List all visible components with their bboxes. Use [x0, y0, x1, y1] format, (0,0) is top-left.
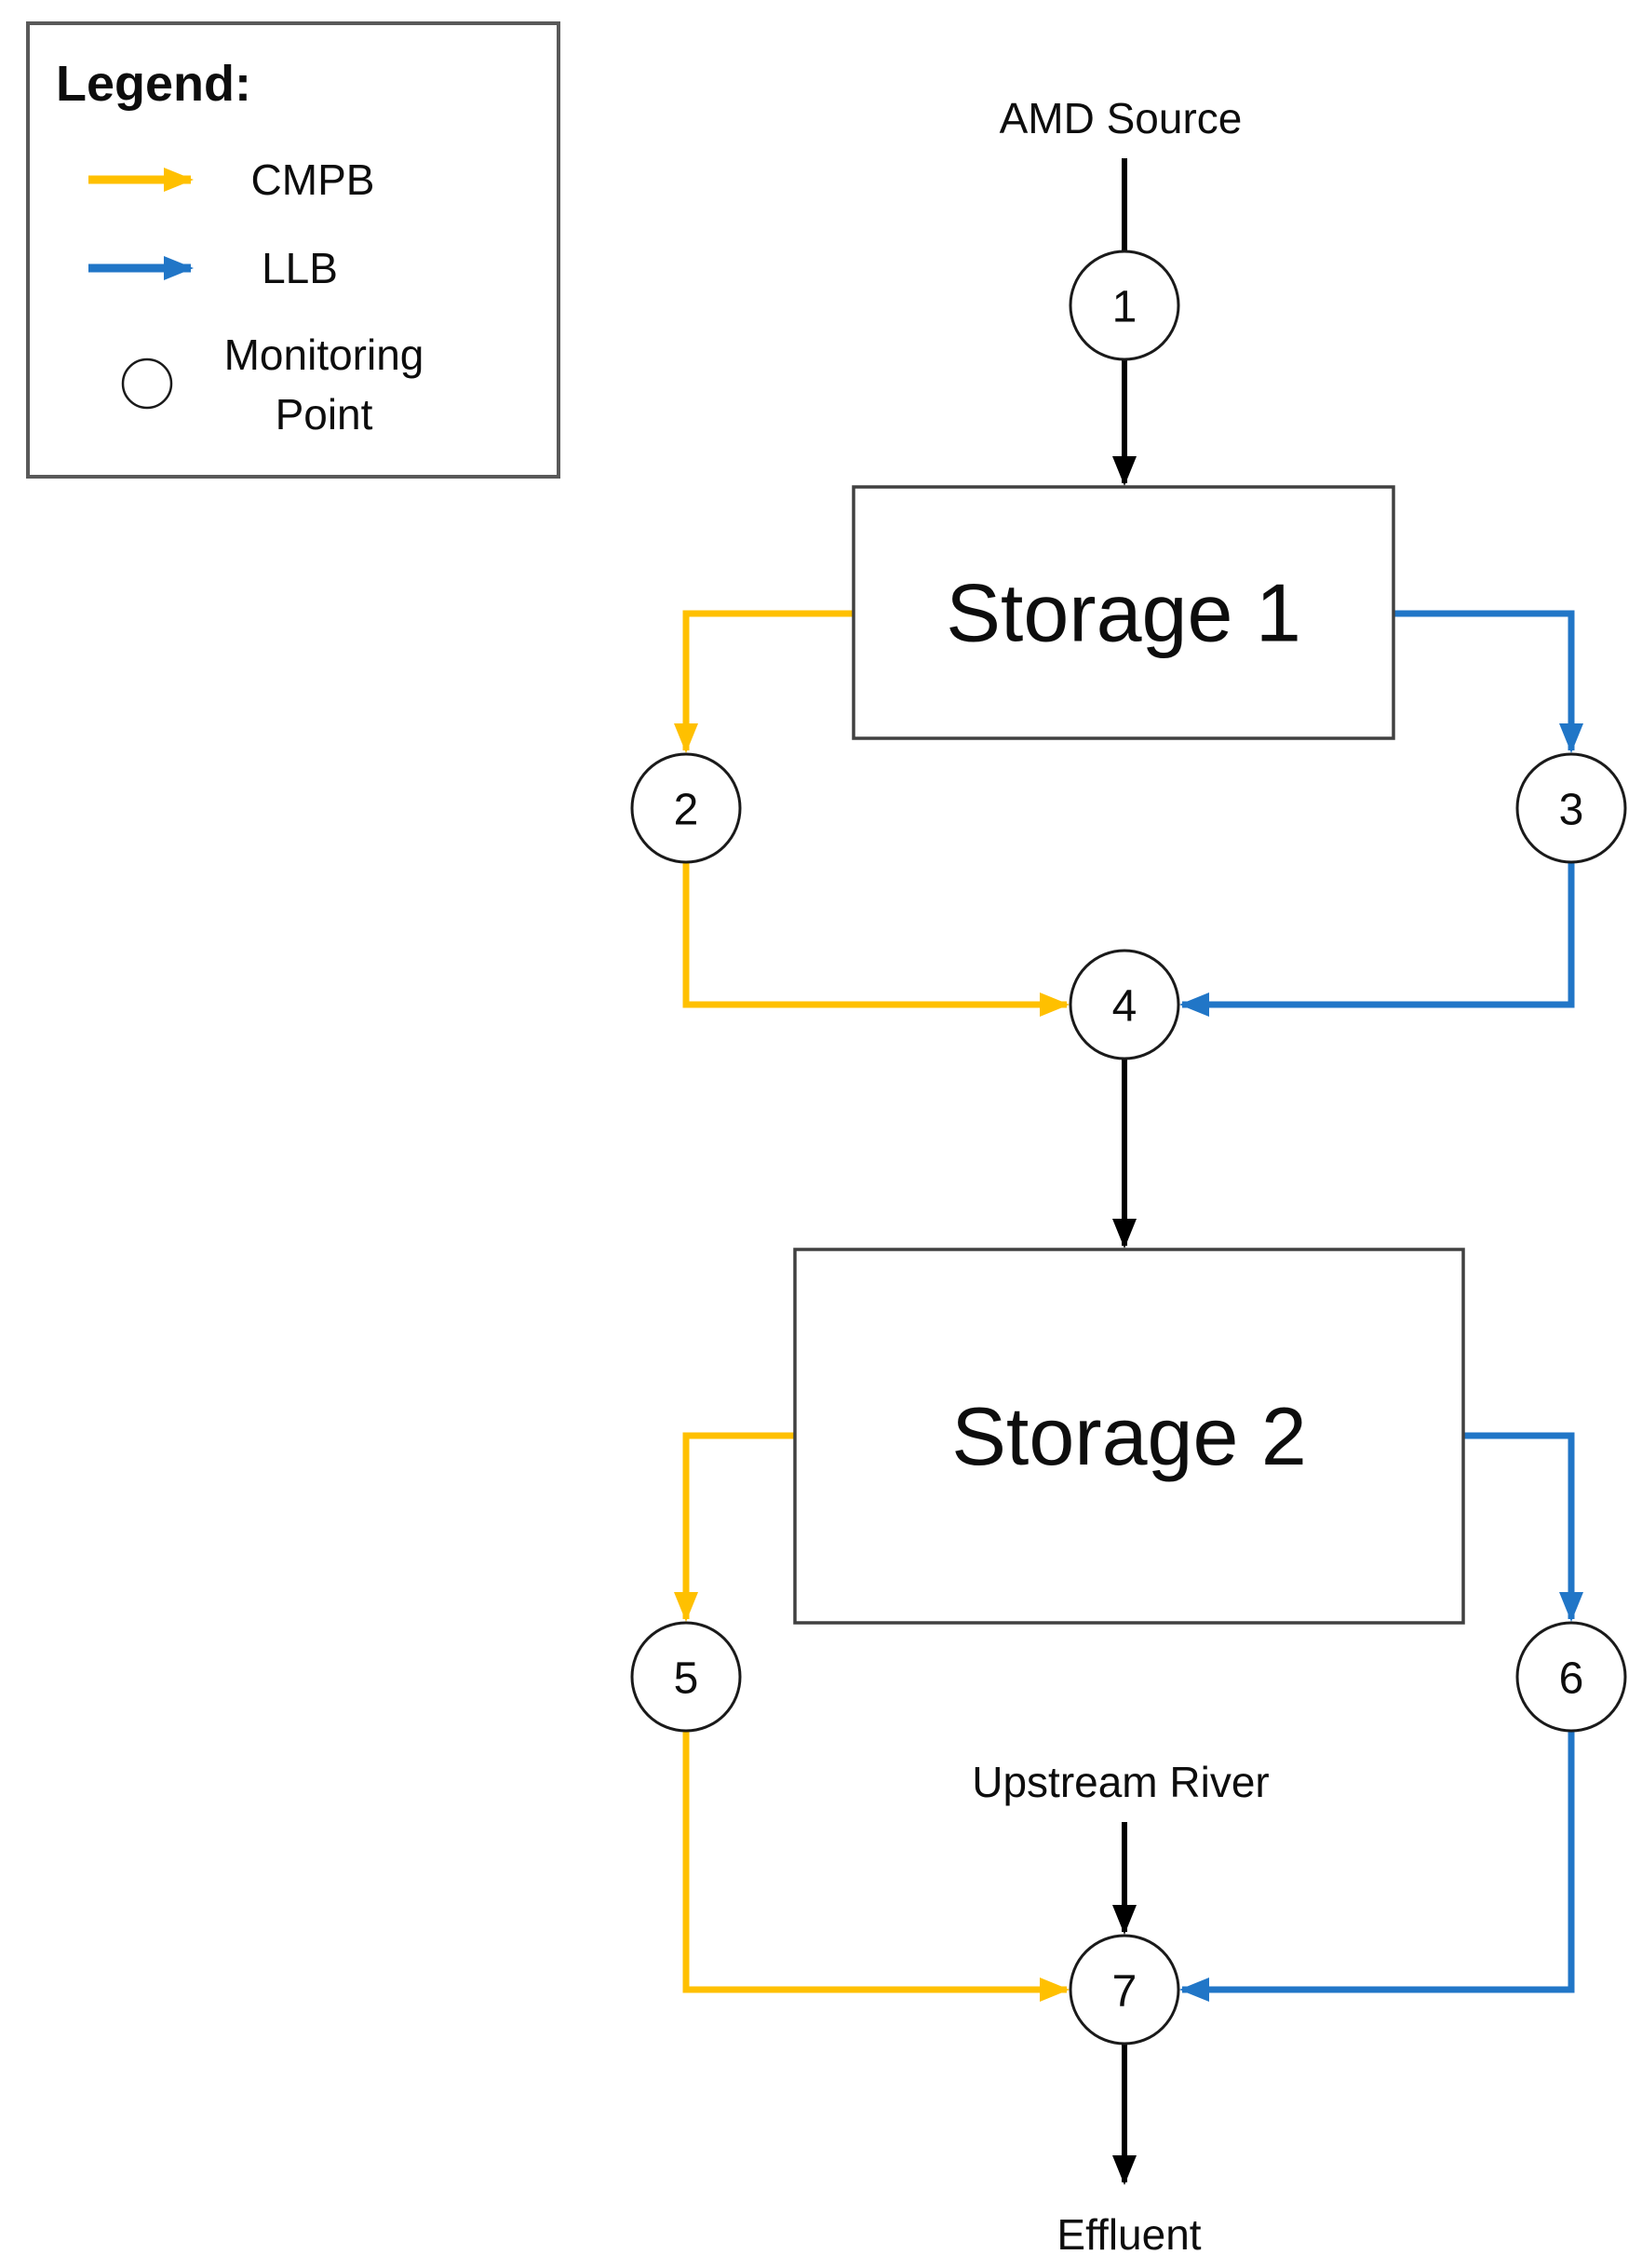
upstream-river-label: Upstream River [972, 1758, 1270, 1806]
monitoring-point-7-circle [1069, 1934, 1180, 2045]
monitoring-point-3-circle [1515, 752, 1627, 864]
monitoring-point-2-number: 2 [674, 786, 699, 835]
monitoring-point-6-circle [1515, 1621, 1627, 1733]
legend-monitoring-point-icon [121, 358, 173, 410]
edge-storage2-to-point5 [674, 1432, 795, 1622]
legend-cmpb-label: CMPB [251, 155, 375, 204]
storage-1-label: Storage 1 [946, 567, 1301, 659]
edge-storage1-to-point2 [674, 610, 854, 753]
monitoring-point-7-number: 7 [1112, 1967, 1137, 2017]
monitoring-point-5-number: 5 [674, 1654, 699, 1704]
edge-storage1-to-point3 [1393, 610, 1583, 753]
monitoring-point-2-circle [630, 752, 742, 864]
legend-monitoring-point-label-line: Point [276, 390, 373, 439]
storage-2-box [793, 1248, 1465, 1625]
monitoring-point-1-circle [1069, 250, 1180, 361]
edge-point5-to-point7 [682, 1731, 1070, 2002]
monitoring-point-6-number: 6 [1559, 1654, 1584, 1704]
storage-1-box [852, 485, 1395, 740]
legend-box [26, 21, 560, 479]
amd-source-label: AMD Source [1000, 94, 1243, 142]
monitoring-point-3-number: 3 [1559, 786, 1584, 835]
storage-boxes: Storage 1 Storage 2 [793, 485, 1465, 1625]
monitoring-points: 1 2 3 4 5 6 7 [630, 250, 1627, 2045]
legend-llb-label: LLB [262, 244, 338, 292]
legend-title: Legend: [56, 56, 251, 112]
monitoring-point-4-number: 4 [1112, 982, 1137, 1032]
monitoring-point-4-circle [1069, 949, 1180, 1060]
edge-storage2-to-point6 [1463, 1432, 1583, 1622]
effluent-label: Effluent [1057, 2210, 1201, 2259]
edge-point6-to-point7 [1179, 1731, 1575, 2002]
edge-point3-to-point4 [1179, 862, 1575, 1017]
flow-edges [674, 158, 1583, 2185]
legend-monitoring-point-label-line: Monitoring [224, 331, 424, 379]
monitoring-point-1-number: 1 [1112, 283, 1137, 332]
edge-point2-to-point4 [682, 862, 1070, 1017]
storage-2-label: Storage 2 [951, 1390, 1307, 1482]
monitoring-point-5-circle [630, 1621, 742, 1733]
